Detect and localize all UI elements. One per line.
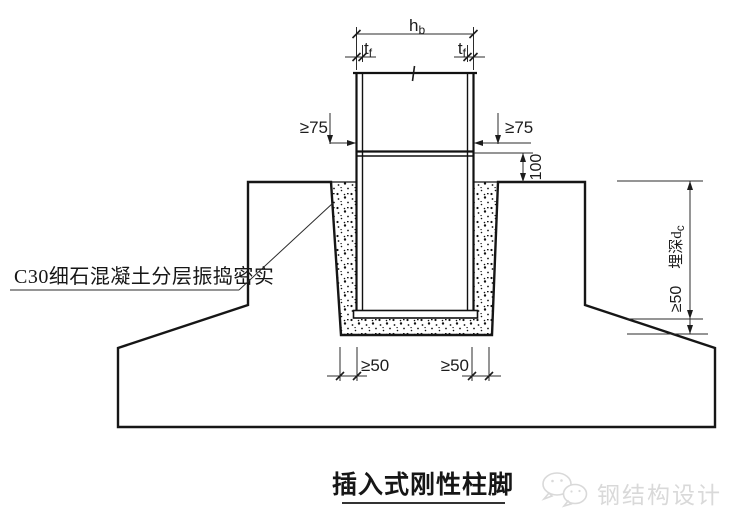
column-body [355, 71, 475, 311]
watermark-text: 钢结构设计 [597, 482, 722, 508]
dim-label-pocket-gap-right: ≥50 [441, 356, 469, 375]
base-plate [352, 309, 479, 319]
dim-label-gap-left: ≥75 [300, 118, 328, 137]
grout-note-label: C30细石混凝土分层振捣密实 [14, 265, 274, 288]
dim-label-tf-left: tf [364, 39, 373, 60]
dim-label-gap-right: ≥75 [505, 118, 533, 137]
dimensions: hb tf tf ≥75 [300, 16, 708, 381]
figure-title: 插入式刚性柱脚 [332, 471, 514, 504]
dim-label-tf-right: tf [458, 39, 467, 60]
dim-embed-depth: 埋深dc ≥50 [617, 180, 708, 335]
dim-tf-right: tf [454, 39, 485, 62]
chat-bubbles-icon [541, 472, 588, 508]
dim-label-hb: hb [409, 16, 425, 37]
dim-gap-right: ≥75 [474, 113, 533, 146]
dim-tf-left: tf [345, 39, 376, 62]
dim-pocket-gap-right: ≥50 [441, 347, 501, 381]
dim-label-embed: 埋深dc [668, 225, 687, 269]
break-mark [411, 65, 416, 82]
steel-column [352, 65, 479, 319]
figure-title-text: 插入式刚性柱脚 [332, 471, 514, 499]
grout-note: C30细石混凝土分层振捣密实 [10, 202, 334, 291]
dim-label-100: 100 [528, 154, 545, 181]
watermark: 钢结构设计 [541, 472, 722, 508]
dim-gap-left: ≥75 [300, 113, 356, 146]
dim-hb: hb [351, 16, 479, 70]
dim-pocket-gap-left: ≥50 [327, 347, 389, 381]
leader-line [238, 202, 334, 291]
dim-stiffener-offset: 100 [474, 152, 545, 182]
dim-label-embed-min: ≥50 [668, 286, 685, 313]
dim-label-pocket-gap-left: ≥50 [361, 356, 389, 375]
